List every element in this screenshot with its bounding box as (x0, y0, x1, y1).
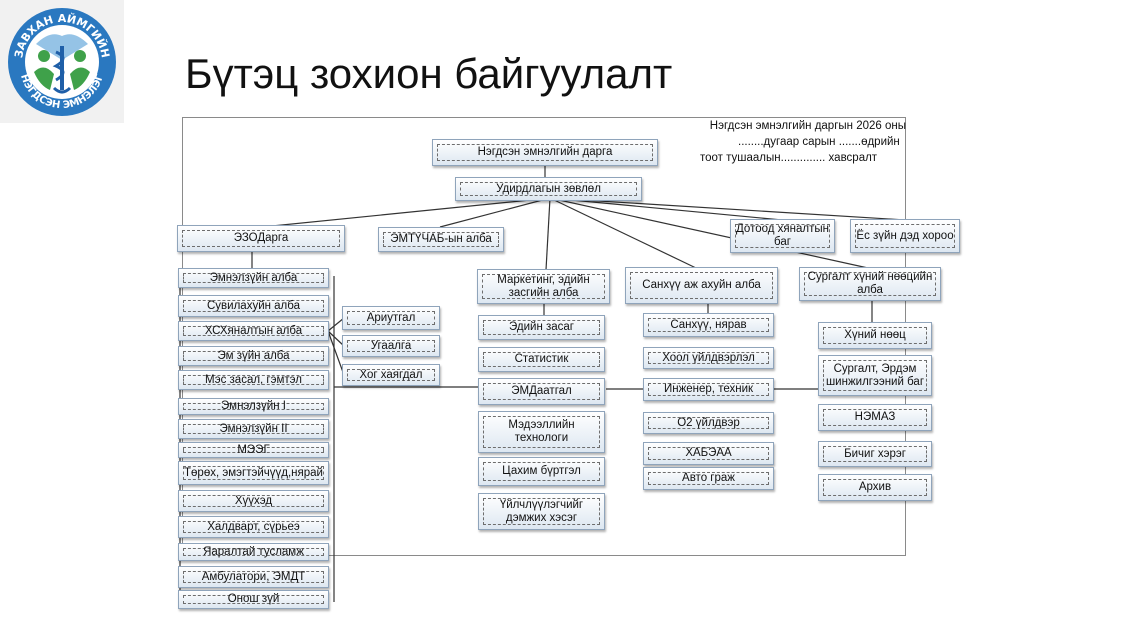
hospital-logo: ЗАВХАН АЙМГИЙН НЭГДСЭН ЭМНЭЛЭГ (8, 8, 116, 116)
node-hr-3: Бичиг хэрэг (818, 441, 932, 467)
node-hr-4: Архив (818, 474, 932, 501)
node-clinical-13: Онош зүй (178, 590, 329, 609)
node-marketing-5: Үйлчлүүлэгчийг дэмжих хэсэг (478, 493, 605, 530)
node-finance-1: Хоол үйлдвэрлэл (643, 347, 774, 369)
node-deputy: ЭЗОДарга (177, 225, 345, 252)
approval-note-line3: тоот тушаалын.............. хавсралт (700, 152, 878, 164)
node-hr-0: Хүний нөөц (818, 322, 932, 349)
node-marketing-2: ЭМДаатгал (478, 378, 605, 405)
node-finance-4: ХАБЭАА (643, 442, 774, 465)
node-hr-2: НЭМАЗ (818, 404, 932, 431)
node-clinical-10: Халдварт, сүрьеэ (178, 516, 329, 538)
node-finance-head: Санхүү аж ахуйн алба (625, 267, 778, 304)
node-clinical-2: ХСХяналтын алба (178, 321, 329, 341)
node-clinical-3: Эм зүйн алба (178, 346, 329, 366)
approval-note: Нэгдсэн эмнэлгийн даргын 2026 оны ......… (690, 118, 910, 166)
slide-title: Бүтэц зохион байгуулалт (185, 50, 673, 97)
node-clinical-11: Яаралтай тусламж (178, 543, 329, 561)
node-marketing-4: Цахим бүртгэл (478, 457, 605, 486)
node-ethics: Ёс зүйн дэд хороо (850, 219, 960, 253)
node-marketing-head: Маркетинг, эдийн засгийн алба (477, 269, 610, 304)
node-finance-2: Инженер, техник (643, 378, 774, 401)
node-infection-1: Угаалга (342, 335, 440, 357)
node-finance-3: О2 үйлдвэр (643, 412, 774, 434)
node-clinical-4: Мэс засал, гэмтэл (178, 370, 329, 390)
node-infection-0: Ариутгал (342, 306, 440, 330)
node-finance-5: Авто граж (643, 467, 774, 490)
node-marketing-0: Эдийн засаг (478, 315, 605, 340)
node-director: Нэгдсэн эмнэлгийн дарга (432, 139, 658, 166)
node-marketing-3: Мэдээллийн технологи (478, 411, 605, 453)
node-internal-control: Дотоод хяналтын баг (730, 219, 835, 253)
approval-note-line2: ........дугаар сарын .......өдрийн (738, 136, 900, 148)
node-emtuchab: ЭМТҮЧАБ-ын алба (378, 227, 504, 252)
node-clinical-9: Хүүхэд (178, 490, 329, 512)
node-clinical-7: МЭЭГ (178, 442, 329, 458)
node-clinical-8: Төрөх, эмэгтэйчүүд,нярай (178, 461, 329, 485)
node-clinical-12: Амбулатори, ЭМДТ (178, 566, 329, 588)
node-finance-0: Санхүү, нярав (643, 313, 774, 337)
approval-note-line1: Нэгдсэн эмнэлгийн даргын 2026 оны (709, 120, 906, 132)
node-clinical-1: Сувилахуйн алба (178, 295, 329, 317)
node-clinical-6: Эмнэлзүйн II (178, 419, 329, 439)
node-hr-1: Сургалт, Эрдэм шинжилгээний баг (818, 355, 932, 396)
node-clinical-0: Эмнэлзүйн алба (178, 268, 329, 288)
node-clinical-5: Эмнэлзүйн I (178, 398, 329, 415)
node-marketing-1: Статистик (478, 347, 605, 372)
node-hr-head: Сургалт хүний нөөцийн алба (799, 267, 941, 301)
node-board: Удирдлагын зөвлөл (455, 177, 642, 201)
node-infection-2: Хог хаягдал (342, 364, 440, 386)
